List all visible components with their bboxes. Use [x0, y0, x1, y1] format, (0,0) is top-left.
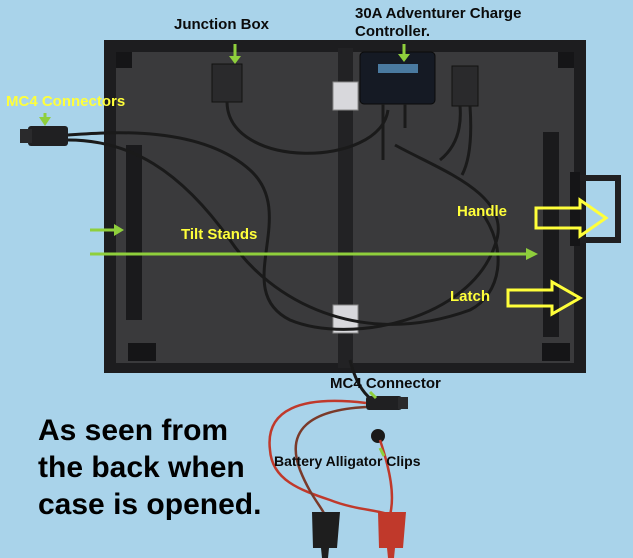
corner-bracket-br: [542, 343, 570, 361]
arrow-mc4-bottom: [368, 390, 378, 400]
label-junction-box: Junction Box: [174, 16, 270, 33]
caption-line-1: As seen from: [38, 414, 229, 447]
label-handle: Handle: [457, 203, 508, 220]
corner-bracket-tl: [116, 52, 132, 68]
mc4-connector-bottom-body: [366, 396, 402, 410]
clip-cable-red: [268, 399, 391, 517]
charge-controller: [359, 51, 436, 105]
controller-terminal-box: [451, 65, 479, 107]
center-hinge-bar: [338, 48, 353, 368]
arrow-controller-head: [398, 54, 410, 62]
label-latch: Latch: [450, 288, 491, 305]
alligator-clip-black: [312, 512, 340, 558]
junction-box: [211, 63, 243, 103]
cable-terminal-2: [460, 105, 473, 176]
label-mc4-connector: MC4 Connector: [330, 375, 441, 392]
arrow-handle: [534, 197, 609, 239]
handle: [574, 175, 621, 243]
label-mc4-connectors: MC4 Connectors: [6, 93, 126, 110]
tilt-stand-left: [126, 145, 142, 320]
cable-mc4-left: [67, 131, 500, 331]
arrow-tilt-left-head: [114, 224, 124, 236]
clip-cable-dark: [294, 405, 367, 516]
arrow-junction-box-head: [229, 56, 241, 64]
arrow-battery-clips: [378, 447, 386, 457]
mc4-connector-bottom-cap: [398, 397, 408, 409]
label-controller-line1: 30A Adventurer Charge: [355, 5, 522, 22]
label-tilt-stands: Tilt Stands: [181, 226, 258, 243]
label-controller-line2: Controller.: [355, 23, 431, 40]
caption-line-2: the back when: [38, 451, 245, 484]
fuse-holder: [371, 429, 385, 443]
cable-terminal-1: [439, 105, 462, 162]
cable-mc4-left-2: [67, 138, 500, 326]
caption-line-3: case is opened.: [38, 488, 262, 521]
clip-cable-red-2: [378, 439, 394, 516]
arrow-tilt-right-head: [526, 248, 538, 260]
arrow-latch: [506, 279, 584, 317]
mc4-connector-left-cap: [20, 129, 32, 143]
cable-junction-to-controller: [225, 101, 390, 155]
hinge-plate-top: [332, 81, 359, 111]
label-battery-clips: Battery Alligator Clips: [274, 453, 421, 469]
corner-bracket-bl: [128, 343, 156, 361]
mc4-connector-left-body: [28, 126, 68, 146]
caption: As seen from the back when case is opene…: [38, 412, 261, 523]
alligator-clip-red: [378, 512, 406, 558]
charge-controller-screen: [378, 64, 418, 73]
corner-bracket-tr: [558, 52, 574, 68]
arrow-mc4-head: [39, 117, 51, 126]
tilt-stand-right: [543, 132, 559, 337]
